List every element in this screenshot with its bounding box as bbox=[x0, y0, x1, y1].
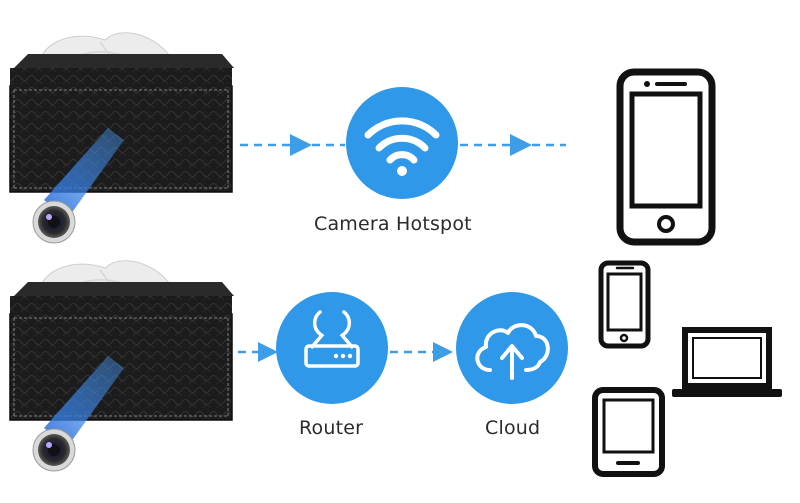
router-label: Router bbox=[299, 417, 364, 439]
connection-arrow-camera-to-router bbox=[238, 342, 278, 362]
connection-arrow-camera-to-hotspot bbox=[240, 134, 345, 156]
tablet-icon bbox=[592, 387, 665, 477]
connection-arrow-hotspot-to-phone bbox=[460, 134, 566, 156]
smartphone-icon-large bbox=[616, 68, 716, 246]
tissue-box-camera-bottom bbox=[9, 259, 235, 472]
router-icon bbox=[276, 292, 388, 404]
cloud-upload-icon bbox=[456, 292, 568, 404]
hotspot-label: Camera Hotspot bbox=[314, 213, 472, 235]
tissue-box-camera-top bbox=[9, 31, 235, 244]
laptop-icon bbox=[672, 327, 782, 397]
wifi-icon bbox=[346, 87, 458, 199]
cloud-label: Cloud bbox=[485, 417, 541, 439]
smartphone-icon-small bbox=[598, 260, 651, 349]
connection-arrow-router-to-cloud bbox=[390, 342, 453, 362]
